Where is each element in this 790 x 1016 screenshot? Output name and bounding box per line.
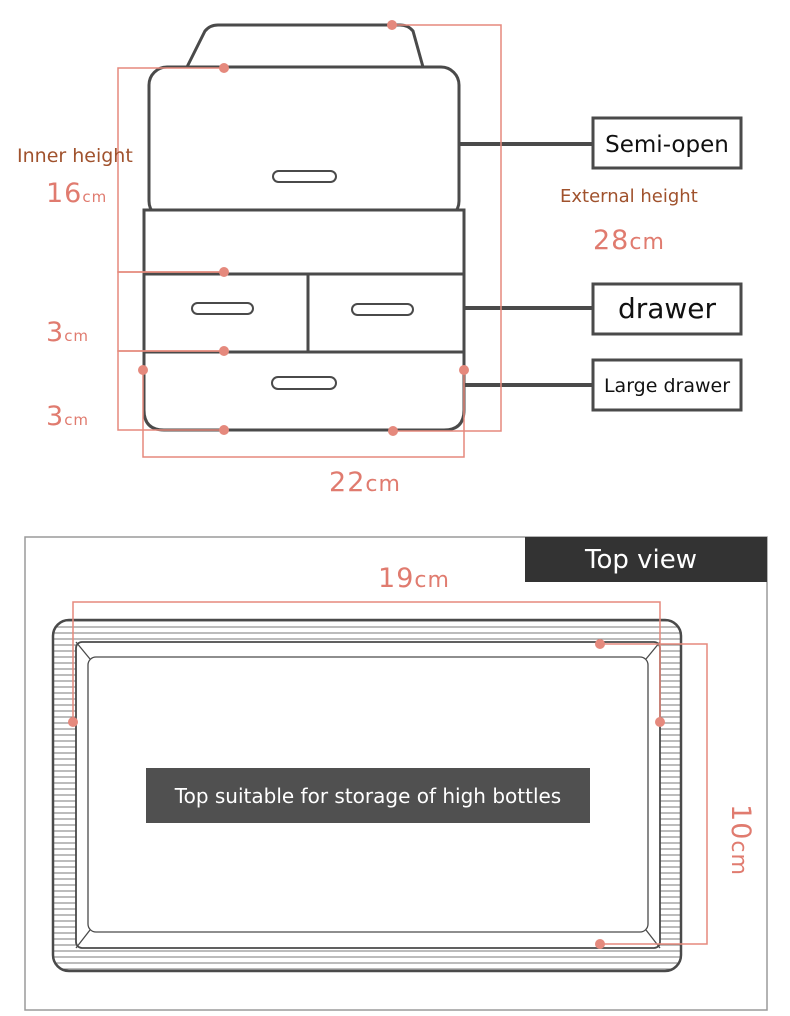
- bottom-drawer-height-value: 3cm: [46, 401, 89, 432]
- external-height-label: External height: [560, 186, 698, 207]
- semi-open-compartment: [147, 65, 461, 221]
- front-dimension-dots: [138, 20, 469, 436]
- callout-drawer: drawer: [618, 292, 717, 325]
- top-width-value: 19cm: [378, 563, 450, 594]
- callout-large-drawer-box: [591, 358, 743, 412]
- front-dimension-lines: [117, 24, 502, 458]
- inner-height-label: Inner height: [17, 145, 133, 167]
- semi-open-handle-slot: [272, 170, 337, 183]
- top-view-banner: Top view: [584, 545, 697, 575]
- top-depth-value: 10cm: [725, 804, 756, 876]
- top-caption: Top suitable for storage of high bottles: [174, 784, 561, 808]
- drawer-left-handle-slot: [191, 302, 254, 315]
- width-value: 22cm: [329, 467, 401, 498]
- top-dimension-dots: [68, 639, 665, 949]
- drawer-right-handle-slot: [351, 303, 414, 316]
- top-view-banner-bg: [525, 537, 767, 582]
- callout-semi-open: Semi-open: [605, 132, 729, 158]
- top-caption-bg: [146, 768, 590, 823]
- large-drawer: [142, 350, 466, 432]
- middle-drawer-height-value: 3cm: [46, 317, 89, 348]
- callout-semi-open-box: [591, 116, 743, 170]
- top-dimension-lines: [72, 601, 708, 945]
- tray-bevels: [75, 641, 661, 949]
- large-drawer-handle-slot: [271, 376, 337, 390]
- inner-height-value: 16cm: [46, 178, 107, 209]
- external-height-value: 28cm: [593, 225, 665, 256]
- top-view: Top view 19cm: [24, 536, 768, 1011]
- top-handle: [185, 23, 425, 68]
- frame-band: [142, 208, 466, 276]
- front-view: Semi-open drawer Large drawer: [17, 20, 743, 498]
- callout-large-drawer: Large drawer: [604, 375, 730, 397]
- callout-drawer-box: [591, 282, 743, 336]
